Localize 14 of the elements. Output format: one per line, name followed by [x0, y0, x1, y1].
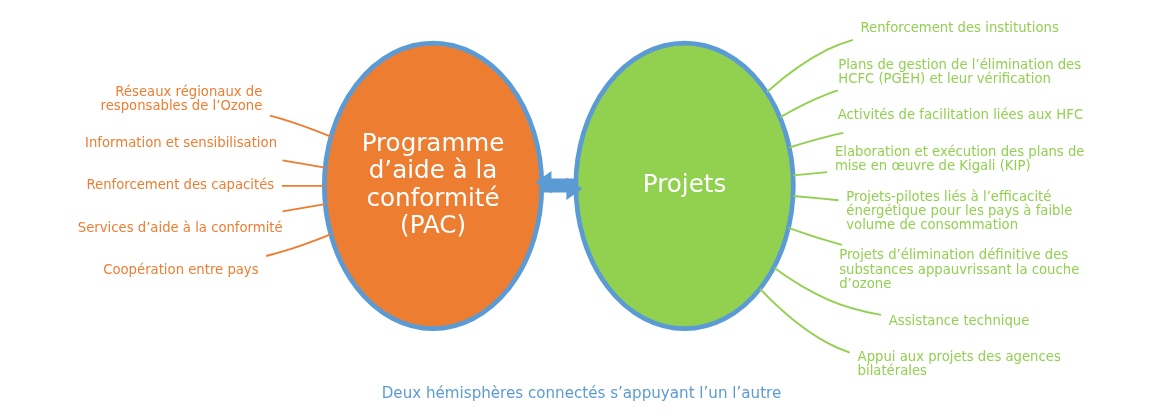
node-text: Renforcement des institutions	[859, 20, 1059, 36]
node-text: Coopération entre pays	[102, 262, 259, 278]
node-text: Plans de gestion de l’élimination des HCFC (PGEH) et leur vérification	[837, 56, 1081, 86]
node-text: Renforcement des capacités	[85, 177, 274, 193]
node-text: Appui aux projets des agences bilatérales	[857, 348, 1061, 379]
node-text: Projets d’élimination définitive des substances appauvrissant la couche d’ozone	[838, 247, 1079, 291]
node-text: Assistance technique	[888, 312, 1029, 328]
node-text: Projets-pilotes liés à l’efficacité énergétique pour les pays à faible volume de consommation	[845, 188, 1072, 233]
node-text: Elaboration et exécution des plans de mise en œuvre de Kigali (KIP)	[834, 143, 1084, 173]
node-text: Activités de facilitation liées aux HFC	[837, 107, 1083, 123]
node-text: Information et sensibilisation	[84, 134, 277, 150]
node-text: Services d’aide à la conformité	[77, 219, 283, 235]
node-text: Réseaux régionaux de responsables de l’Ozone	[100, 84, 262, 114]
caption: Deux hémisphères connectés s’appuyant l’un l’autre	[381, 384, 781, 403]
